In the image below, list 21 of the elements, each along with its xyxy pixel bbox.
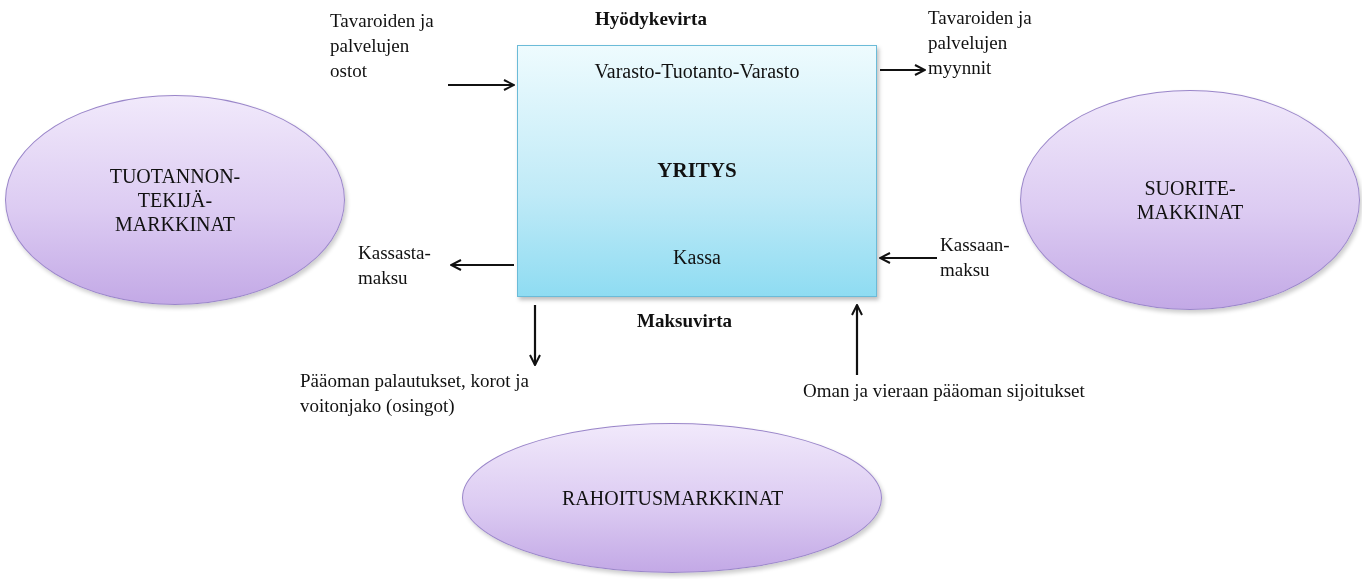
arrow xyxy=(879,252,937,264)
ellipse-text: RAHOITUSMARKKINAT xyxy=(562,486,782,510)
flow-text: Kassaan- maksu xyxy=(940,232,1035,288)
ellipse-text: TUOTANNON- TEKIJÄ- MARKKINAT xyxy=(108,164,242,236)
arrow xyxy=(450,259,514,271)
flow-text: Tavaroiden ja palvelujen myynnit xyxy=(928,5,1043,97)
company-box xyxy=(517,45,877,297)
arrow xyxy=(880,64,926,76)
box-text: Varasto-Tuotanto-Varasto xyxy=(593,60,801,83)
ellipse-text: SUORITE- MAKKINAT xyxy=(1135,176,1245,224)
flow-text: Oman ja vieraan pääoman sijoitukset xyxy=(803,378,1163,408)
arrow xyxy=(448,79,515,91)
flow-text: Kassasta- maksu xyxy=(358,240,448,296)
flow-text: Pääoman palautukset, korot ja voitonjako (osingot) xyxy=(300,368,570,424)
flow-text: Tavaroiden ja palvelujen ostot xyxy=(330,8,445,123)
flow-heading: Hyödykevirta xyxy=(595,8,707,30)
flow-heading: Maksuvirta xyxy=(637,310,732,332)
arrow xyxy=(529,305,541,366)
arrow xyxy=(851,304,863,375)
box-text: Kassa xyxy=(672,246,722,269)
box-text: YRITYS xyxy=(656,158,738,183)
